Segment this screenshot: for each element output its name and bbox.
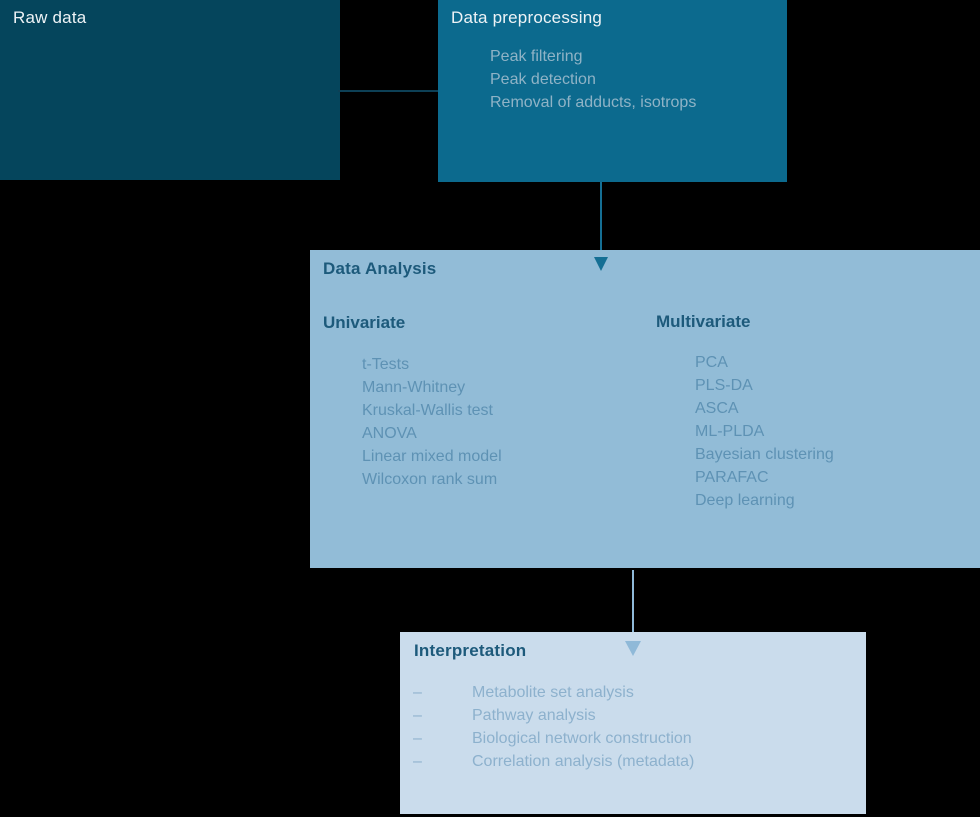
list-item: – Correlation analysis (metadata)	[413, 750, 694, 773]
data-analysis-box: Data Analysis Univariate t-Tests Mann-Wh…	[310, 250, 980, 568]
list-item-label: Pathway analysis	[472, 707, 596, 724]
list-item: – Biological network construction	[413, 727, 694, 750]
arrow-down-icon	[625, 641, 641, 656]
univariate-item-list: t-Tests Mann-Whitney Kruskal-Wallis test…	[362, 353, 502, 491]
multivariate-item-list: PCA PLS-DA ASCA ML-PLDA Bayesian cluster…	[695, 351, 834, 512]
data-preprocessing-title: Data preprocessing	[451, 8, 603, 27]
list-item: Kruskal-Wallis test	[362, 402, 493, 419]
data-analysis-title: Data Analysis	[323, 259, 437, 278]
list-item-label: Biological network construction	[472, 730, 692, 747]
dash-bullet: –	[413, 684, 422, 701]
raw-data-box: Raw data	[0, 0, 340, 180]
list-item: Mann-Whitney	[362, 379, 466, 396]
arrow-down-icon	[594, 257, 608, 271]
interpretation-title: Interpretation	[414, 641, 527, 660]
data-preprocessing-box: Data preprocessing Peak filtering Peak d…	[438, 0, 787, 182]
interpretation-item-list: – Metabolite set analysis – Pathway anal…	[413, 681, 694, 773]
list-item: Peak detection	[490, 71, 596, 88]
dash-bullet: –	[413, 730, 422, 747]
list-item: Peak filtering	[490, 48, 583, 65]
list-item-label: Metabolite set analysis	[472, 684, 634, 701]
multivariate-heading: Multivariate	[656, 312, 751, 331]
list-item: PCA	[695, 354, 728, 371]
list-item: Removal of adducts, isotrops	[490, 94, 697, 111]
interpretation-box: Interpretation – Metabolite set analysis…	[400, 632, 866, 814]
raw-data-title: Raw data	[13, 8, 87, 27]
list-item: Linear mixed model	[362, 448, 502, 465]
list-item: PLS-DA	[695, 377, 753, 394]
list-item: Deep learning	[695, 492, 795, 509]
list-item: – Pathway analysis	[413, 704, 694, 727]
list-item: ASCA	[695, 400, 739, 417]
list-item: t-Tests	[362, 356, 410, 373]
arrow-raw-to-preprocessing-line	[338, 90, 451, 92]
arrow-preprocessing-to-analysis-line	[600, 182, 602, 258]
univariate-heading: Univariate	[323, 313, 406, 332]
list-item: PARAFAC	[695, 469, 769, 486]
list-item: ML-PLDA	[695, 423, 765, 440]
dash-bullet: –	[413, 753, 422, 770]
list-item: ANOVA	[362, 425, 417, 442]
arrow-analysis-to-interpretation-line	[632, 570, 634, 642]
preprocessing-item-list: Peak filtering Peak detection Removal of…	[490, 45, 696, 114]
list-item: Bayesian clustering	[695, 446, 834, 463]
dash-bullet: –	[413, 707, 422, 724]
list-item: – Metabolite set analysis	[413, 681, 694, 704]
list-item-label: Correlation analysis (metadata)	[472, 753, 695, 770]
list-item: Wilcoxon rank sum	[362, 471, 498, 488]
